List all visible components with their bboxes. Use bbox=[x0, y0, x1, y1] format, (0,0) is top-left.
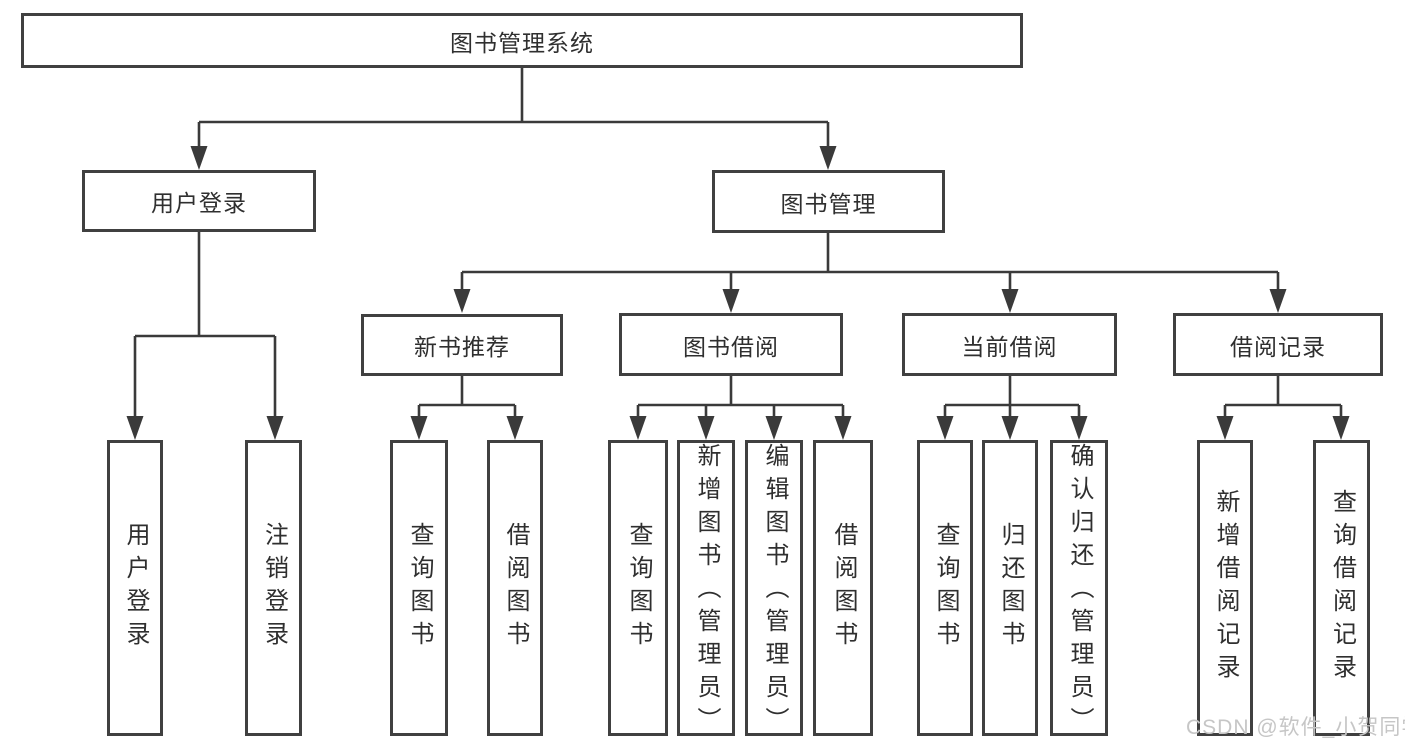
node-label: 查询借阅记录 bbox=[1328, 489, 1356, 687]
node-label: 借阅图书 bbox=[502, 522, 529, 654]
node-label: 新增借阅记录 bbox=[1212, 489, 1239, 687]
node-leaf-query-books-3: 查询图书 bbox=[917, 440, 973, 736]
node-label: 用户登录 bbox=[151, 190, 247, 216]
node-label: 图书管理 bbox=[780, 190, 877, 217]
node-label: 查询图书 bbox=[406, 522, 433, 654]
node-label: 新增图书（管理员） bbox=[693, 443, 720, 740]
node-root-system: 图书管理系统 bbox=[21, 13, 1023, 68]
node-label: 借阅图书 bbox=[830, 522, 857, 654]
node-leaf-borrow-books-1: 借阅图书 bbox=[487, 440, 543, 736]
node-leaf-query-books-1: 查询图书 bbox=[390, 440, 448, 736]
node-label: 借阅记录 bbox=[1230, 333, 1326, 360]
node-label: 图书借阅 bbox=[683, 333, 779, 360]
node-leaf-borrow-books-2: 借阅图书 bbox=[813, 440, 873, 736]
node-leaf-edit-books-admin: 编辑图书（管理员） bbox=[745, 440, 803, 740]
node-label: 查询图书 bbox=[932, 522, 959, 654]
node-branch-book-borrow: 图书借阅 bbox=[619, 313, 843, 376]
node-label: 归还图书 bbox=[997, 522, 1024, 654]
node-label: 编辑图书（管理员） bbox=[761, 443, 788, 740]
node-leaf-return-books: 归还图书 bbox=[982, 440, 1038, 736]
node-leaf-user-login: 用户登录 bbox=[107, 440, 163, 736]
csdn-watermark: CSDN @软件_小贺同学 bbox=[1186, 716, 1405, 739]
node-leaf-logout: 注销登录 bbox=[245, 440, 302, 736]
node-branch-borrow-record: 借阅记录 bbox=[1173, 313, 1383, 376]
node-leaf-query-borrow-record: 查询借阅记录 bbox=[1313, 440, 1370, 736]
node-branch-book-management: 图书管理 bbox=[712, 170, 945, 233]
node-label: 用户登录 bbox=[122, 522, 149, 654]
node-leaf-query-books-2: 查询图书 bbox=[608, 440, 668, 736]
node-branch-user-login: 用户登录 bbox=[82, 170, 316, 232]
node-label: 注销登录 bbox=[260, 522, 288, 654]
node-label: 查询图书 bbox=[625, 522, 652, 654]
node-branch-new-book-recommend: 新书推荐 bbox=[361, 314, 563, 376]
node-label: 当前借阅 bbox=[961, 333, 1058, 360]
node-label: 图书管理系统 bbox=[450, 29, 594, 56]
node-leaf-add-books-admin: 新增图书（管理员） bbox=[677, 440, 735, 740]
node-label: 新书推荐 bbox=[414, 334, 510, 360]
node-branch-current-borrow: 当前借阅 bbox=[902, 313, 1117, 376]
node-label: 确认归还（管理员） bbox=[1066, 443, 1093, 740]
node-leaf-add-borrow-record: 新增借阅记录 bbox=[1197, 440, 1253, 736]
node-leaf-confirm-return-admin: 确认归还（管理员） bbox=[1050, 440, 1108, 740]
